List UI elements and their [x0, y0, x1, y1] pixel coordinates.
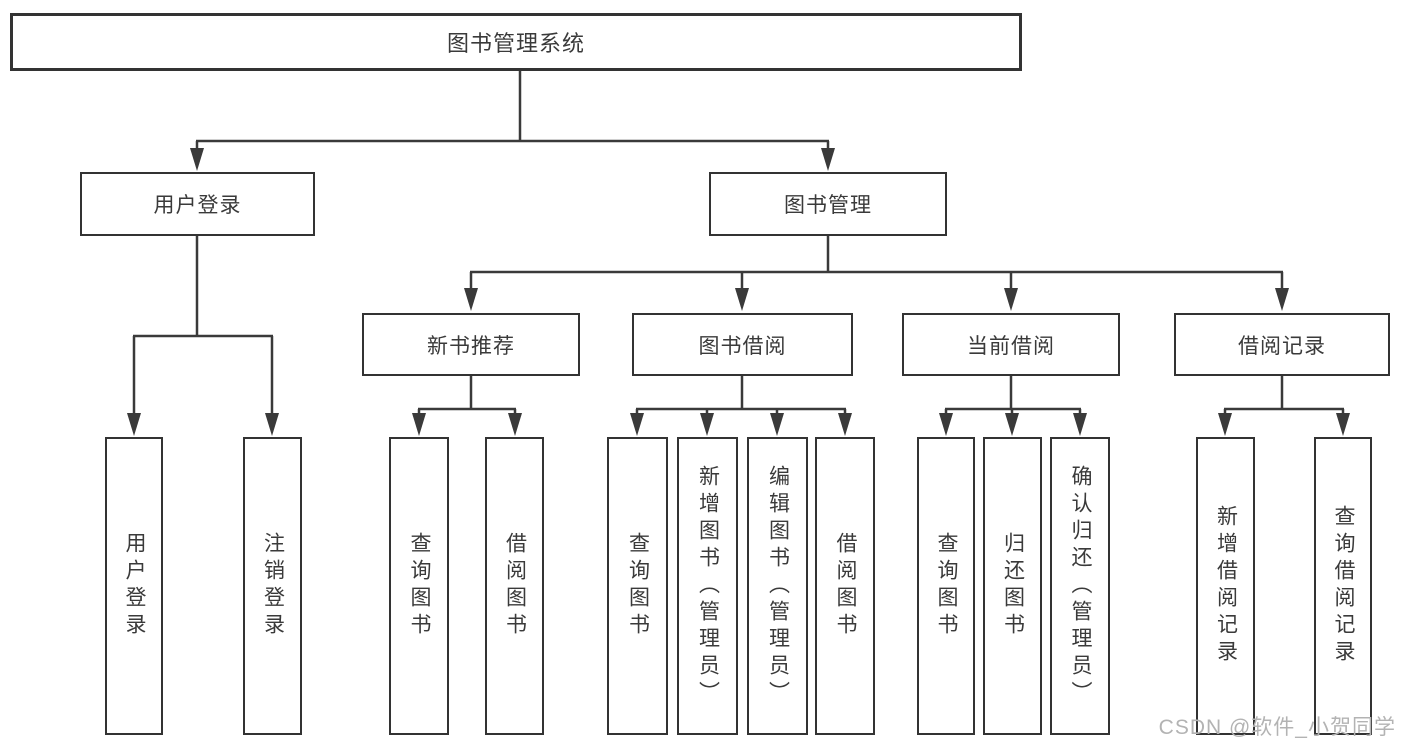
leaf-label: 新增图书（管理员）: [696, 464, 720, 708]
connector-new-book-to-leaves: [412, 376, 522, 436]
connector-borrow-records-to-leaves: [1218, 376, 1350, 436]
leaf-label: 确认归还（管理员）: [1069, 464, 1092, 708]
leaf-label: 查询图书: [408, 532, 431, 640]
node-label: 图书管理系统: [446, 31, 585, 56]
leaf-label: 用户登录: [123, 532, 146, 640]
leaf-label: 注销登录: [261, 532, 285, 640]
node-current-borrowing: 当前借阅: [902, 313, 1120, 376]
node-label: 当前借阅: [967, 334, 1055, 358]
node-book-borrowing: 图书借阅: [632, 313, 853, 376]
node-book-management: 图书管理: [709, 172, 947, 236]
leaf-query-borrow-record: 查询借阅记录: [1314, 437, 1372, 735]
leaf-add-book-admin: 新增图书（管理员）: [677, 437, 738, 735]
leaf-label: 借阅图书: [834, 532, 857, 640]
connector-current-borrow-to-leaves: [939, 376, 1087, 436]
watermark: CSDN @软件_小贺同学: [1158, 716, 1396, 739]
leaf-user-login: 用户登录: [105, 437, 163, 735]
leaf-logout: 注销登录: [243, 437, 302, 735]
leaf-query-books-1: 查询图书: [389, 437, 449, 735]
node-label: 用户登录: [153, 194, 242, 217]
node-label: 新书推荐: [427, 334, 515, 358]
leaf-label: 编辑图书（管理员）: [766, 464, 790, 708]
leaf-borrow-books-2: 借阅图书: [815, 437, 875, 735]
leaf-label: 归还图书: [1001, 532, 1025, 640]
connector-user-login-to-leaves: [127, 235, 279, 436]
connector-book-mgmt-to-level3: [464, 235, 1289, 311]
leaf-label: 借阅图书: [503, 532, 527, 640]
leaf-label: 查询图书: [935, 532, 958, 640]
leaf-label: 查询借阅记录: [1332, 505, 1355, 667]
connector-root-to-level2: [190, 70, 835, 171]
node-user-login: 用户登录: [80, 172, 315, 236]
node-new-book-recommendation: 新书推荐: [362, 313, 580, 376]
leaf-confirm-return-admin: 确认归还（管理员）: [1050, 437, 1110, 735]
leaf-query-books-2: 查询图书: [607, 437, 668, 735]
node-borrowing-records: 借阅记录: [1174, 313, 1390, 376]
leaf-label: 查询图书: [626, 532, 650, 640]
node-label: 图书借阅: [698, 334, 787, 358]
leaf-return-books: 归还图书: [983, 437, 1042, 735]
node-label: 借阅记录: [1238, 334, 1326, 358]
leaf-edit-book-admin: 编辑图书（管理员）: [747, 437, 808, 735]
node-library-management-system: 图书管理系统: [10, 13, 1022, 71]
leaf-borrow-books-1: 借阅图书: [485, 437, 544, 735]
leaf-query-books-3: 查询图书: [917, 437, 975, 735]
connector-book-borrow-to-leaves: [630, 376, 852, 436]
node-label: 图书管理: [784, 194, 872, 217]
leaf-label: 新增借阅记录: [1214, 505, 1238, 667]
leaf-add-borrow-record: 新增借阅记录: [1196, 437, 1255, 735]
